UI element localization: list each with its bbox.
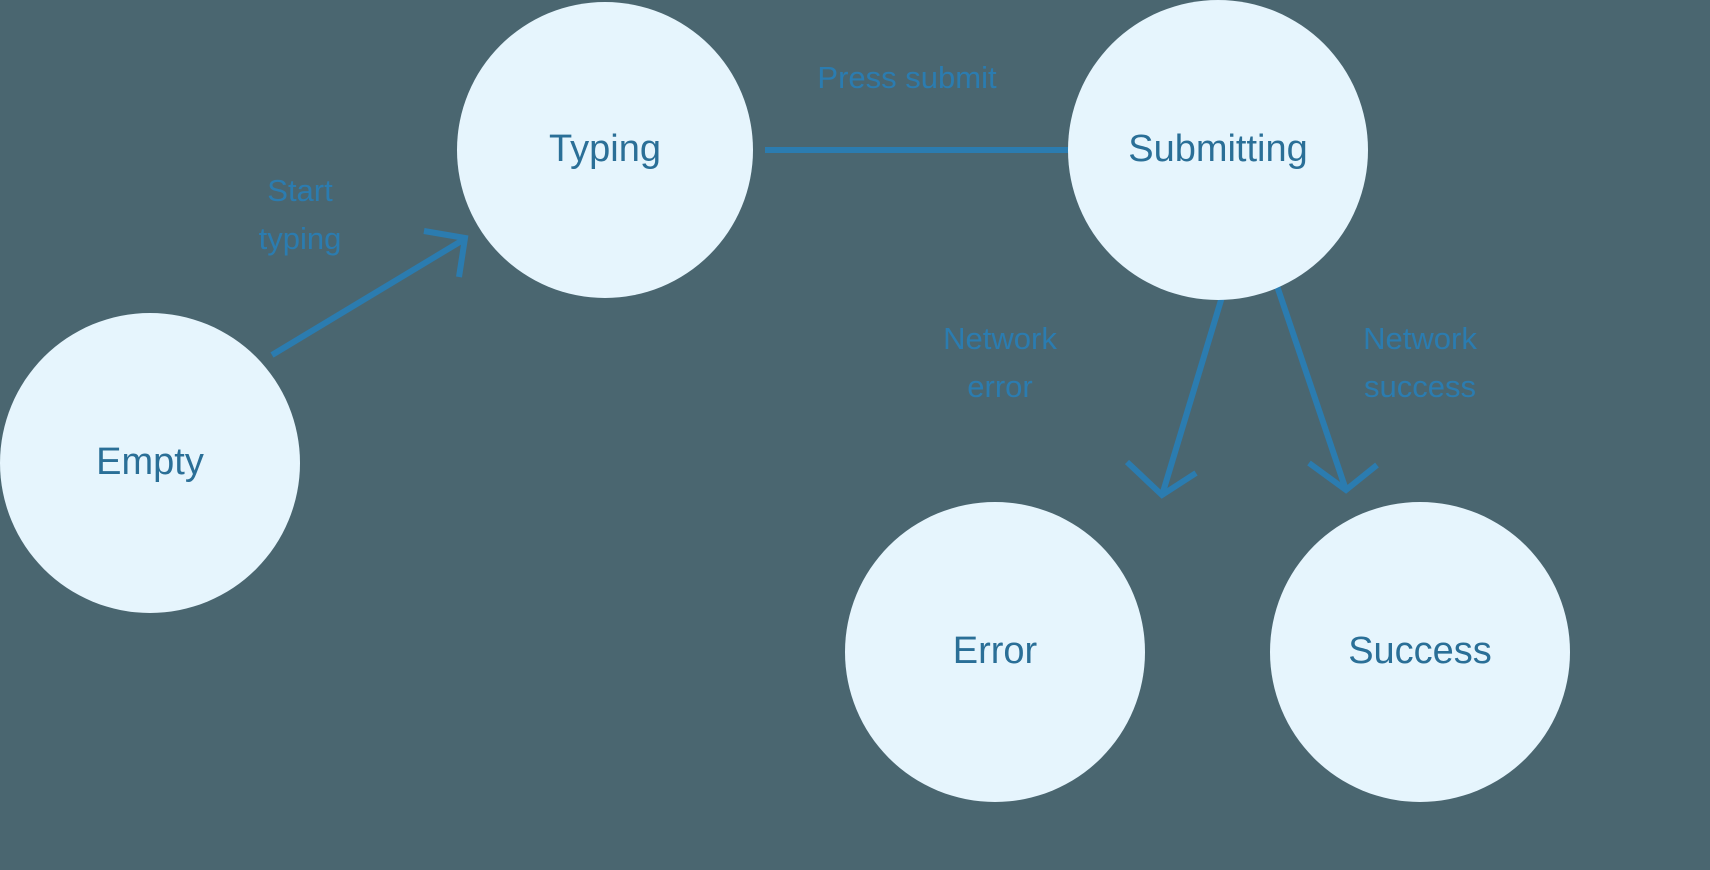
node-submitting-label: Submitting — [1128, 128, 1308, 170]
node-empty-circle[interactable] — [0, 313, 300, 613]
edge-submitting-to-error-line — [1160, 286, 1228, 493]
edge-submitting-to-success-line — [1271, 276, 1348, 488]
edge-submitting-to-success: Network success — [1271, 276, 1477, 494]
edge-empty-to-typing-arrowhead — [423, 228, 469, 278]
node-error[interactable]: Error — [845, 502, 1145, 802]
edge-submitting-to-error: Network error — [943, 286, 1228, 499]
node-success-label: Success — [1348, 630, 1492, 672]
edge-label-press-submit: Press submit — [817, 60, 997, 95]
edge-label-start-typing-line1: Start — [267, 173, 333, 208]
node-error-label: Error — [953, 630, 1038, 672]
node-error-circle[interactable] — [845, 502, 1145, 802]
edge-label-network-success-line2: success — [1364, 369, 1476, 404]
node-submitting[interactable]: Submitting — [1068, 0, 1368, 300]
edge-empty-to-typing: Start typing — [259, 173, 469, 358]
edge-label-network-error-line1: Network — [943, 321, 1057, 356]
node-empty[interactable]: Empty — [0, 313, 300, 613]
node-typing-circle[interactable] — [457, 2, 753, 298]
node-success-circle[interactable] — [1270, 502, 1570, 802]
node-empty-label: Empty — [96, 441, 204, 483]
edge-submitting-to-success-arrowhead — [1307, 460, 1379, 494]
node-typing-label: Typing — [549, 128, 661, 170]
edge-empty-to-typing-line — [270, 237, 465, 358]
node-submitting-circle[interactable] — [1068, 0, 1368, 300]
node-success[interactable]: Success — [1270, 502, 1570, 802]
edge-label-network-success-line1: Network — [1363, 321, 1477, 356]
node-typing[interactable]: Typing — [457, 2, 753, 298]
edge-label-network-error-line2: error — [967, 369, 1032, 404]
edge-submitting-to-error-arrowhead — [1124, 459, 1198, 499]
edge-label-start-typing-line2: typing — [259, 221, 342, 256]
